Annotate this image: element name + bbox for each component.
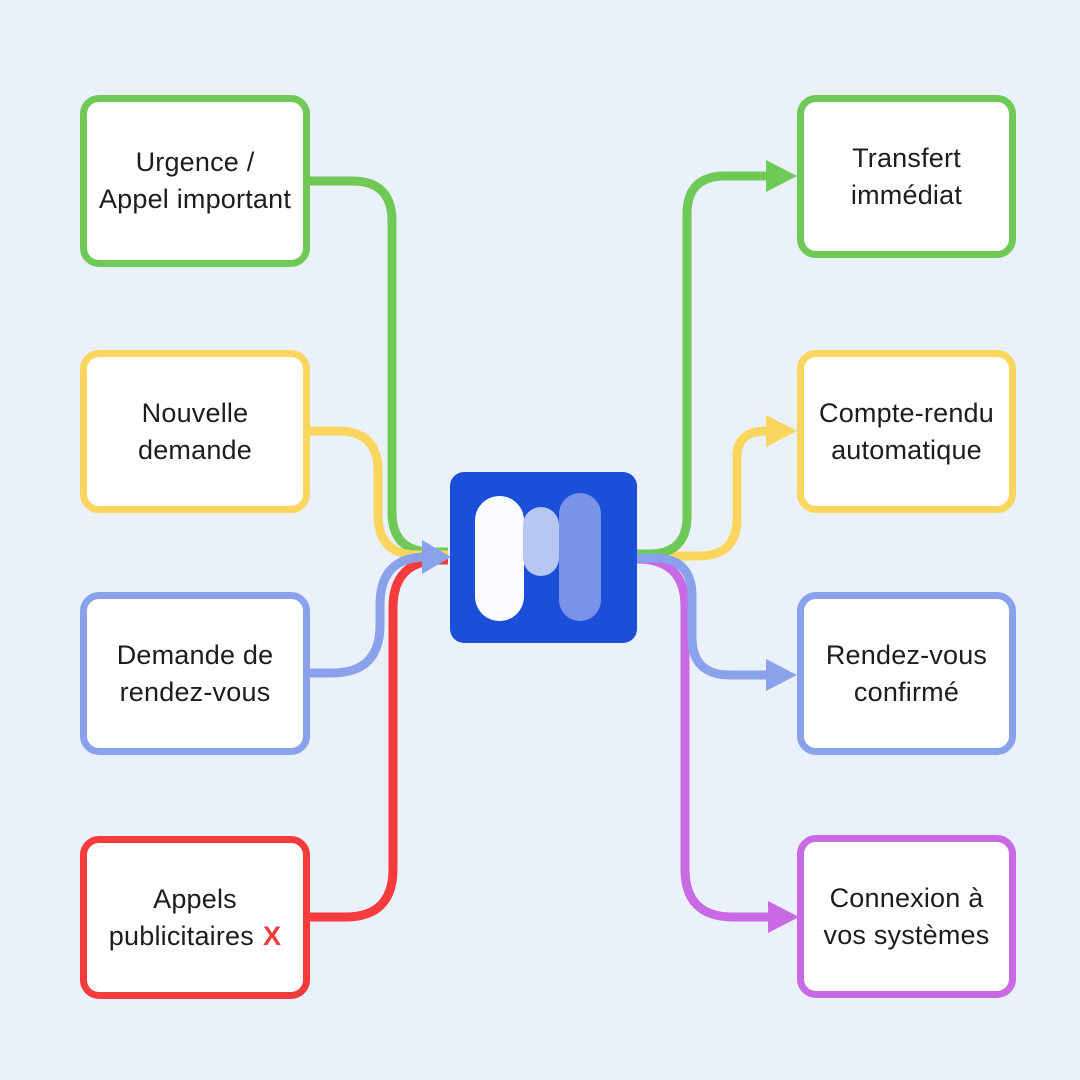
connector-nouvelle-to-center xyxy=(310,426,448,560)
node-label-line2: publicitaires xyxy=(108,920,254,951)
node-label-line1: Urgence / xyxy=(135,147,255,177)
connector-center-to-transfert xyxy=(637,171,768,559)
arrowhead-rdv-confirme xyxy=(766,659,797,691)
connector-rdv-to-center xyxy=(310,552,428,678)
node-label-line1: Rendez-vous xyxy=(825,639,988,670)
logo-bar-middle xyxy=(523,507,559,576)
connector-center-to-rdv-confirme xyxy=(637,553,768,680)
node-appels-publicitaires: Appels publicitaires X xyxy=(80,836,310,999)
node-label-line2: automatique xyxy=(831,434,982,465)
node-label-line1: Appels xyxy=(153,883,237,914)
node-label-line2: immédiat xyxy=(850,179,963,210)
node-label-line2: vos systèmes xyxy=(823,919,990,950)
node-label-line2: rendez-vous xyxy=(119,676,271,707)
node-urgence-appel-important: Urgence / Appel important xyxy=(80,95,310,267)
node-label-line2: confirmé xyxy=(853,676,960,707)
node-nouvelle-demande: Nouvelle demande xyxy=(80,350,310,513)
center-logo xyxy=(450,472,637,643)
node-transfert-immediat: Transfert immédiat xyxy=(797,95,1016,258)
arrowhead-compte-rendu xyxy=(766,415,797,447)
node-label-line2: demande xyxy=(138,434,252,465)
node-label-line1: Transfert xyxy=(852,142,961,173)
arrowhead-connexion xyxy=(768,901,799,933)
node-label-line1: Demande de xyxy=(116,639,274,670)
arrowhead-transfert xyxy=(766,160,797,192)
node-label-line1: Compte-rendu xyxy=(819,397,994,428)
logo-bar-left xyxy=(475,496,524,621)
merge-arrowhead-into-center xyxy=(422,540,451,574)
node-demande-rendez-vous: Demande de rendez-vous xyxy=(80,592,310,755)
connector-center-to-compte-rendu xyxy=(637,426,767,561)
node-label-line1: Nouvelle xyxy=(141,397,249,428)
logo-bar-right xyxy=(559,493,601,621)
node-connexion-systemes: Connexion à vos systèmes xyxy=(797,835,1016,998)
node-rendez-vous-confirme: Rendez-vous confirmé xyxy=(797,592,1016,755)
node-compte-rendu-automatique: Compte-rendu automatique xyxy=(797,350,1016,513)
node-label-line2: Appel important xyxy=(98,184,292,214)
connector-urgence-to-center xyxy=(310,176,448,557)
node-label-line1: Connexion à xyxy=(829,882,984,913)
blocked-x-mark: X xyxy=(262,920,282,951)
connector-center-to-connexion xyxy=(636,554,770,922)
connector-publicitaires-to-center xyxy=(310,555,448,922)
